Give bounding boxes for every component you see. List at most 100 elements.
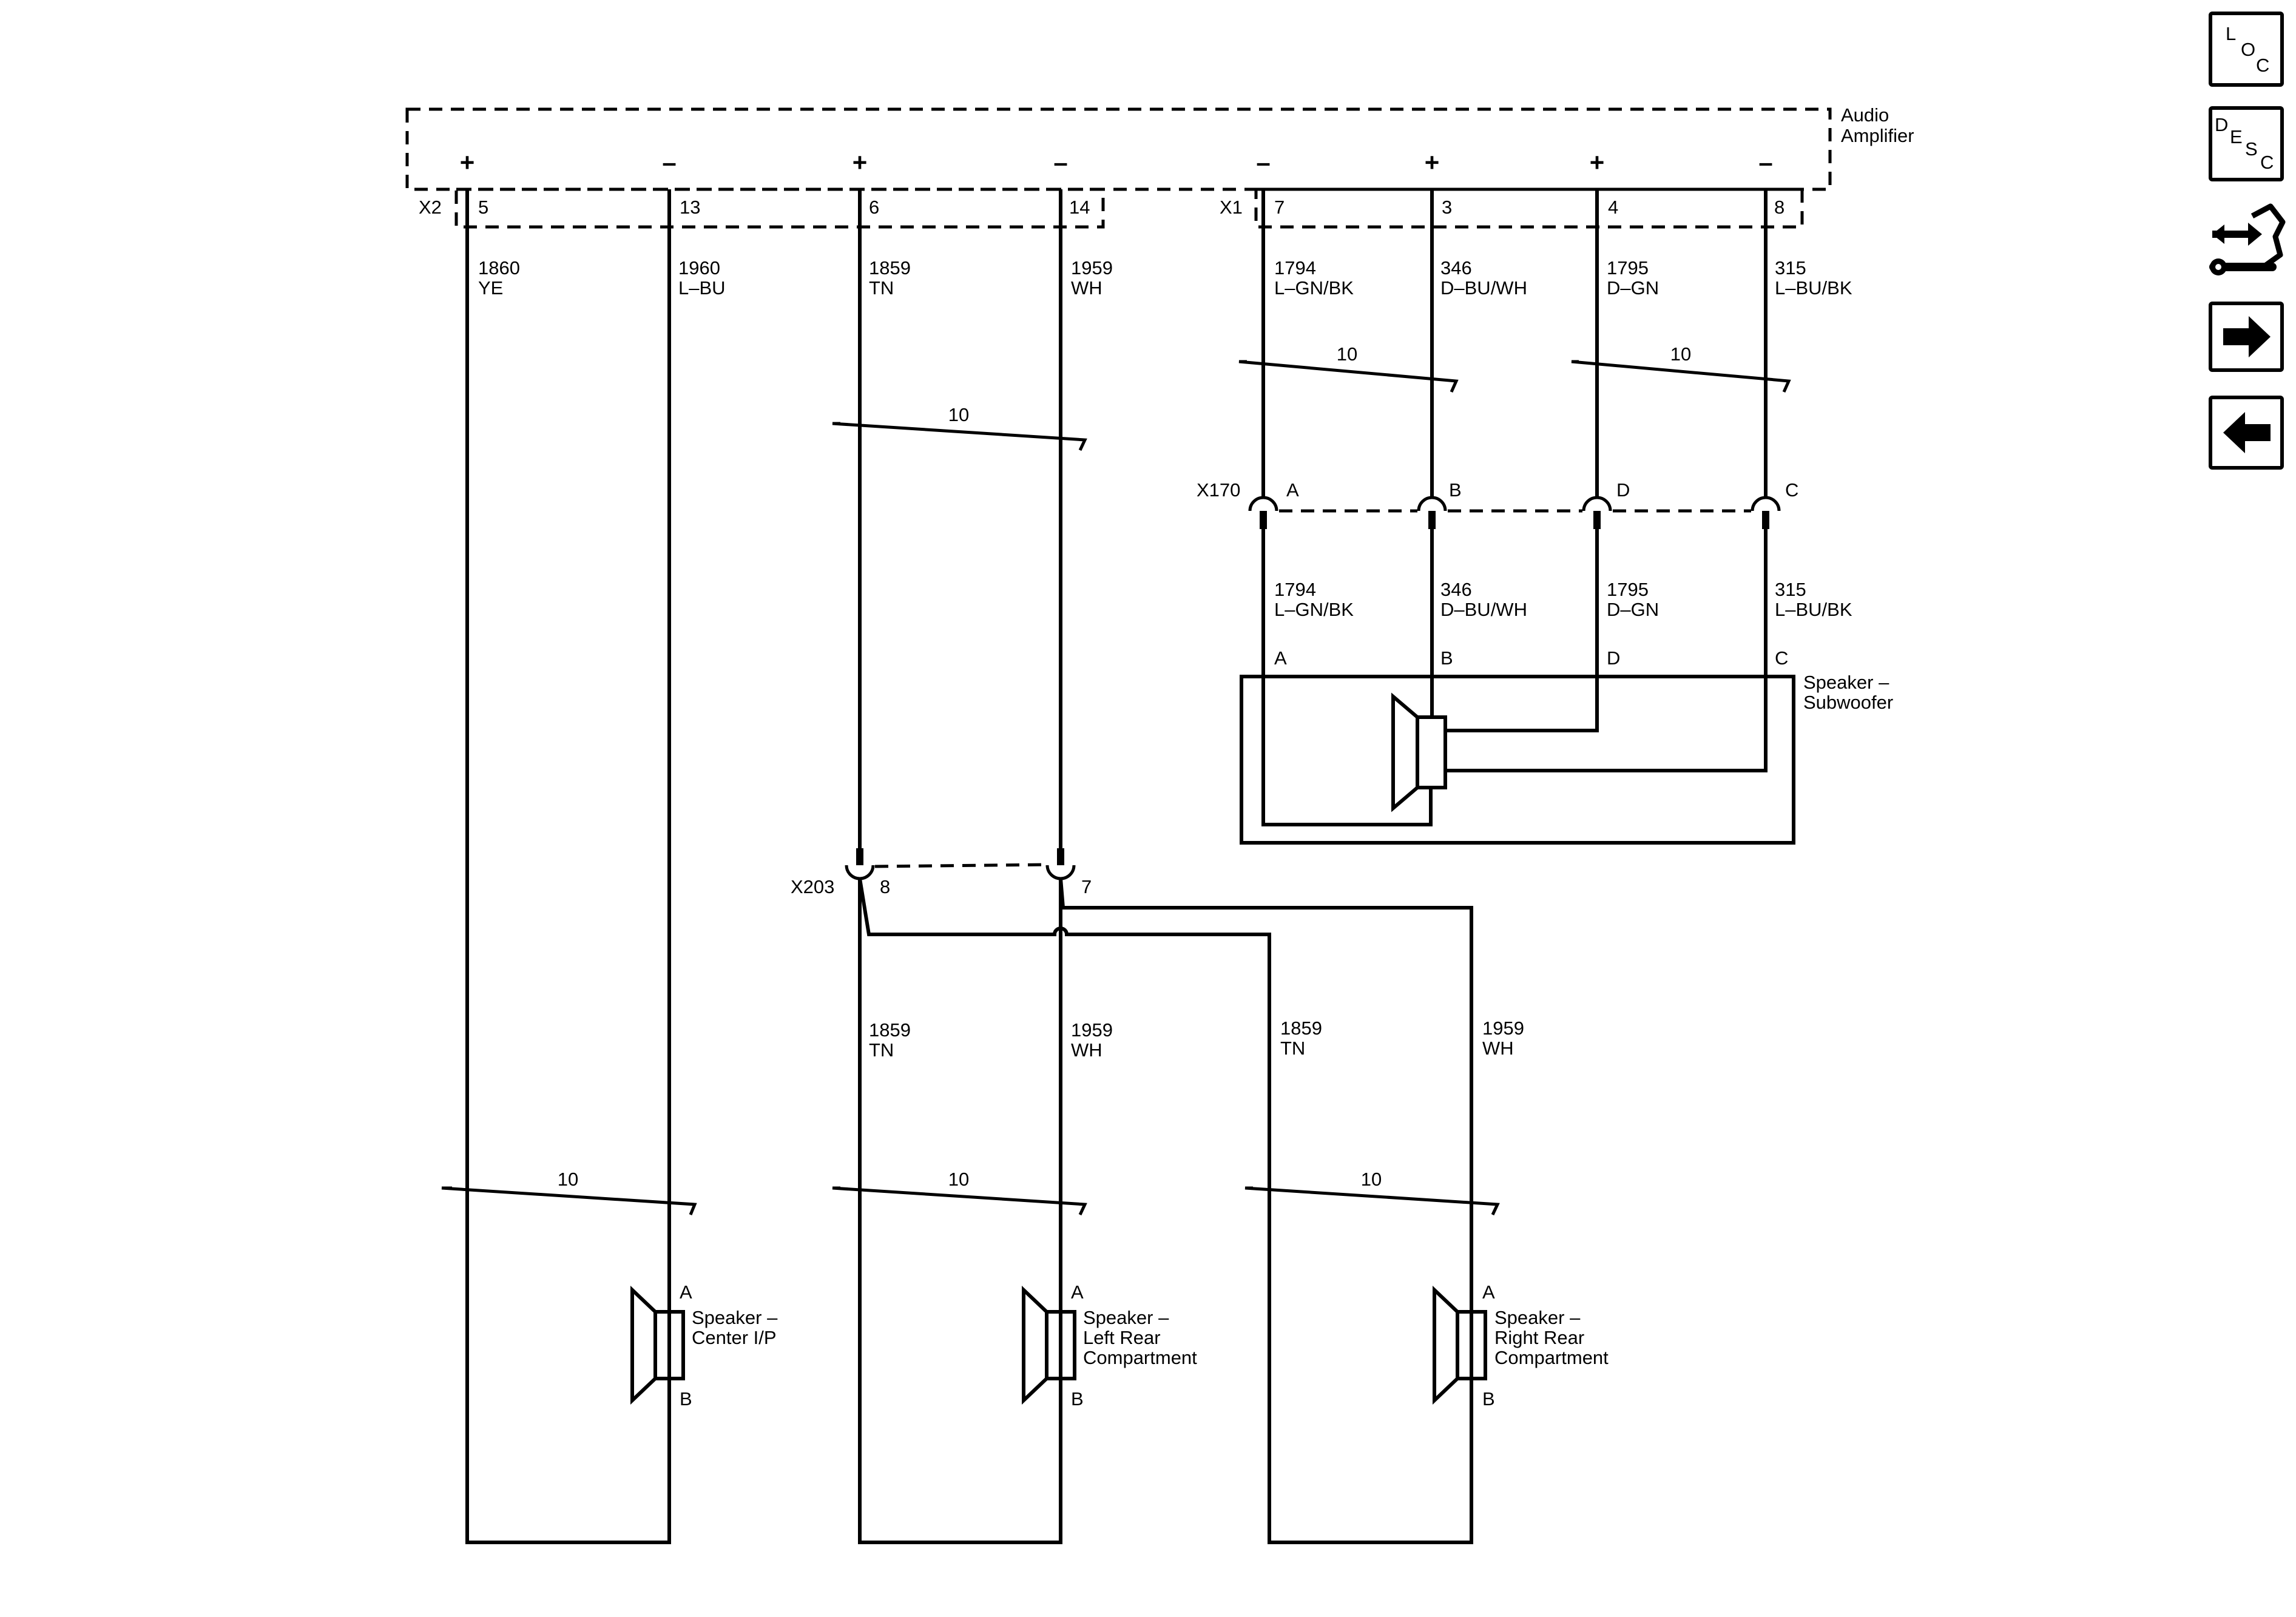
pin-6: 6: [869, 197, 879, 218]
nav-location-o: O: [2241, 39, 2255, 60]
wire-rear-1959-circuit-r: 1959: [1482, 1018, 1524, 1039]
center-speaker-circuit: 1860 YE 1960 L–BU 10 A B Speaker – Cente…: [441, 189, 778, 1544]
wire-1959-circuit: 1959: [1071, 257, 1113, 279]
wire-rear-1959-circuit-l: 1959: [1071, 1019, 1113, 1041]
polarity-4: –: [1053, 148, 1067, 177]
connector-x1-outline: [1254, 187, 1804, 229]
wire-1960-color: L–BU: [678, 277, 726, 299]
wire-sub-315-circuit: 315: [1775, 579, 1806, 600]
wire-315-circuit: 315: [1775, 257, 1806, 279]
subwoofer-pin-a: A: [1274, 647, 1287, 669]
wire-1860-circuit: 1860: [478, 257, 520, 279]
subwoofer-circuit: 1794 L–GN/BK 346 D–BU/WH 1795 D–GN 315 L…: [1197, 189, 1893, 845]
wire-1860-color: YE: [478, 277, 503, 299]
twist-marker-right-rear: [1244, 1186, 1500, 1216]
connector-x170: [1248, 496, 1781, 529]
wire-1795-color: D–GN: [1607, 277, 1659, 299]
speaker-left-pin-b: B: [1071, 1388, 1084, 1409]
speaker-left-name-1: Speaker –: [1083, 1307, 1169, 1328]
rear-speaker-wires-right: [858, 878, 1473, 1544]
wire-1794-circuit: 1794: [1274, 257, 1316, 279]
pin-8: 8: [1774, 197, 1784, 218]
polarity-3: +: [853, 148, 868, 177]
wire-sub-346-color: D–BU/WH: [1440, 599, 1527, 620]
wire-346-color: D–BU/WH: [1440, 277, 1527, 299]
connector-x203: [845, 848, 1076, 880]
nav-description-s: S: [2245, 138, 2258, 160]
twist-label-center: 10: [558, 1169, 578, 1190]
wire-sub-1794-color: L–GN/BK: [1274, 599, 1354, 620]
amplifier-name-1: Audio: [1841, 104, 1889, 126]
connector-x170-pin-c: C: [1785, 479, 1798, 501]
speaker-right-rear-symbol: [1433, 1286, 1487, 1405]
polarity-5: –: [1256, 148, 1270, 177]
speaker-center-symbol: [630, 1286, 685, 1405]
wire-sub-1795-circuit: 1795: [1607, 579, 1649, 600]
speaker-left-rear-symbol: [1022, 1286, 1076, 1405]
wire-315-color: L–BU/BK: [1775, 277, 1852, 299]
connector-x2-label: X2: [419, 197, 442, 218]
subwoofer-pin-b: B: [1440, 647, 1453, 669]
pin-3: 3: [1442, 197, 1452, 218]
speaker-center-pin-a: A: [680, 1281, 692, 1303]
nav-location-button[interactable]: L O C: [2209, 12, 2284, 87]
nav-description-button[interactable]: D E S C: [2209, 106, 2284, 181]
connector-x170-pin-d: D: [1616, 479, 1630, 501]
subwoofer-outline: [1240, 675, 1795, 845]
wire-1859-color: TN: [869, 277, 894, 299]
speaker-left-pin-a: A: [1071, 1281, 1084, 1303]
wire-1795-circuit: 1795: [1607, 257, 1649, 279]
arrow-left-icon: [2223, 412, 2271, 453]
pin-4: 4: [1608, 197, 1618, 218]
connector-x170-label: X170: [1197, 479, 1240, 501]
twist-label-sub-right: 10: [1670, 343, 1691, 365]
twist-label-right-rear: 10: [1361, 1169, 1382, 1190]
audio-amplifier: Audio Amplifier X2 X1 + – + – – + + – 5 …: [405, 104, 1914, 229]
subwoofer-name-1: Speaker –: [1803, 672, 1889, 693]
connector-x2-outline: [454, 187, 1105, 229]
speaker-right-pin-b: B: [1482, 1388, 1495, 1409]
twist-marker-center: [441, 1186, 697, 1215]
nav-description-d: D: [2215, 114, 2228, 135]
twist-label-rear-upper: 10: [948, 404, 969, 425]
wire-rear-1859-circuit-l: 1859: [869, 1019, 911, 1041]
center-speaker-wires: [465, 189, 671, 1544]
previous-page-button[interactable]: [2209, 396, 2284, 470]
wire-1859-circuit: 1859: [869, 257, 911, 279]
wire-rear-1859-circuit-r: 1859: [1280, 1018, 1322, 1039]
wire-rear-1859-color-l: TN: [869, 1039, 894, 1061]
pin-14: 14: [1069, 197, 1090, 218]
twist-marker-left-rear: [832, 1186, 1087, 1216]
subwoofer-pin-d: D: [1607, 647, 1620, 669]
speaker-left-name-2: Left Rear: [1083, 1327, 1161, 1348]
pin-7: 7: [1274, 197, 1285, 218]
wire-rear-1959-color-r: WH: [1482, 1038, 1514, 1059]
wire-sub-1795-color: D–GN: [1607, 599, 1659, 620]
twist-marker-sub-left: [1238, 360, 1459, 393]
wire-rear-1859-color-r: TN: [1280, 1038, 1305, 1059]
polarity-6: +: [1425, 148, 1440, 177]
wire-1959-color: WH: [1071, 277, 1102, 299]
wire-1960-circuit: 1960: [678, 257, 720, 279]
connector-end-view-icon[interactable]: [2209, 203, 2286, 275]
nav-description-c: C: [2260, 152, 2274, 173]
polarity-8: –: [1758, 148, 1772, 177]
speaker-left-name-3: Compartment: [1083, 1347, 1197, 1368]
connector-x170-pin-b: B: [1449, 479, 1462, 501]
connector-x203-pin-7: 7: [1081, 876, 1092, 897]
subwoofer-name-2: Subwoofer: [1803, 692, 1893, 713]
wire-1794-color: L–GN/BK: [1274, 277, 1354, 299]
polarity-1: +: [460, 148, 475, 177]
connector-x1-label: X1: [1220, 197, 1243, 218]
next-page-button[interactable]: [2209, 302, 2284, 372]
speaker-right-name-2: Right Rear: [1494, 1327, 1584, 1348]
wire-sub-315-color: L–BU/BK: [1775, 599, 1852, 620]
speaker-subwoofer-symbol: [1391, 692, 1447, 812]
nav-location-l: L: [2226, 23, 2236, 44]
connector-x170-pin-a: A: [1286, 479, 1299, 501]
speaker-right-name-1: Speaker –: [1494, 1307, 1581, 1328]
twist-marker-rear-upper: [832, 422, 1087, 451]
amplifier-outline: [405, 107, 1832, 191]
speaker-center-name-1: Speaker –: [692, 1307, 778, 1328]
